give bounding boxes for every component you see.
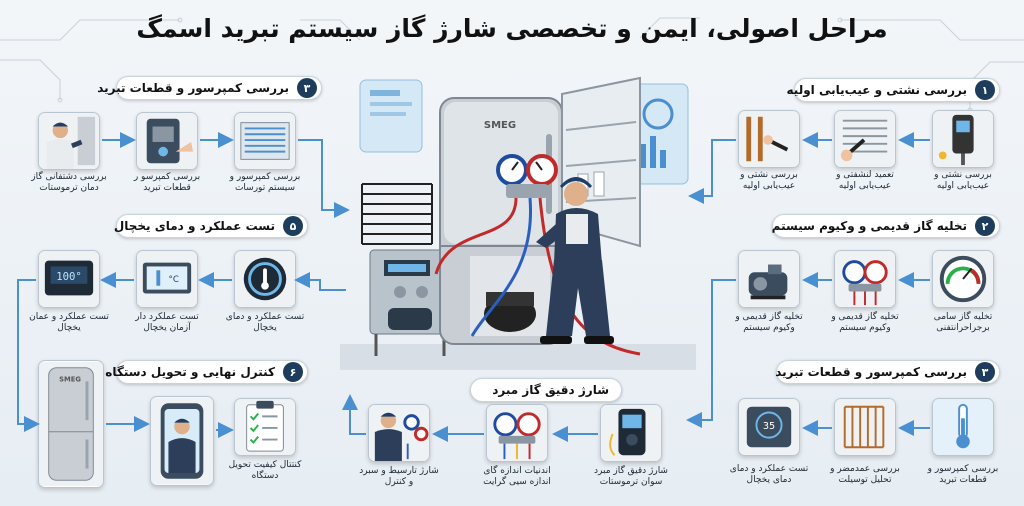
technician-tablet-card — [150, 396, 214, 486]
section-2-caption-3: تخلیه گاز سامی برجراحرانتفنی — [933, 312, 993, 333]
section-1-header: ۱ بررسی نشتی و عیب‌یابی اولیه — [787, 78, 1000, 102]
manifold-gauges-card — [834, 250, 896, 308]
step-number-badge: ۵ — [283, 216, 303, 236]
pressure-gauge-card — [932, 250, 994, 308]
page-title: مراحل اصولی، ایمن و تخصصی شارژ گاز سیستم… — [136, 14, 888, 43]
section-3-left-caption-1: بررسی دشتفانی گاز دمان ترموستات — [31, 172, 107, 193]
smeg-fridge-card: SMEG — [38, 360, 104, 488]
vacuum-pump-card — [738, 250, 800, 308]
section-1-caption-2: تعمید لنشفتی و عیب‌یابی اولیه — [836, 170, 894, 191]
section-3-left-header: ۳ بررسی کمپرسور و قطعات تبرید — [97, 76, 322, 100]
compressor-parts-card — [136, 112, 198, 170]
section-5-title: تست عملکرد و دمای یخچال — [113, 219, 275, 233]
step-number-badge: ۶ — [283, 362, 303, 382]
step-number-badge: ۱ — [975, 80, 995, 100]
section-charging-caption-1: شارژ تارسیط و سبرد و کنترل — [359, 466, 439, 487]
section-3-right-caption-3: بررسی کمپرسور و قطعات تبرید — [927, 464, 999, 485]
section-charging-header: شارژ دقیق گاز مبرد — [470, 378, 622, 402]
step-number-badge: ۳ — [297, 78, 317, 98]
card-brand-text: SMEG — [59, 375, 81, 383]
section-charging-caption-2: اندنیات اندازه گای اندازه سیی گرایت — [483, 466, 551, 487]
dial-thermostat-card — [234, 250, 296, 308]
leak-check-pipes-card — [738, 110, 800, 168]
condenser-coil-card — [834, 398, 896, 456]
coil-inspection-card — [834, 110, 896, 168]
technician-inspection-card — [38, 112, 100, 170]
section-2-title: تخلیه گاز قدیمی و وکیوم سیستم — [771, 219, 967, 233]
section-3-left-caption-2: بررسی کمپرسو ر قطعات تبرید — [133, 172, 201, 193]
evaporator-coil-card — [234, 112, 296, 170]
section-1-title: بررسی نشتی و عیب‌یابی اولیه — [786, 83, 967, 97]
section-3-right-title: بررسی کمپرسور و قطعات تبرید — [775, 365, 967, 379]
section-3-left-title: بررسی کمپرسور و قطعات تبرید — [97, 81, 289, 95]
section-3-left-caption-3: بررسی کمپرسور و سیستم تورسات — [229, 172, 301, 193]
central-scene: SMEG — [340, 74, 696, 370]
section-5-caption-1: تست عملکرد و عمان یخچال — [29, 312, 109, 333]
section-6-caption-1: کنتتال کیفیت تحویل دستگاه — [228, 460, 302, 481]
section-2-caption-1: تخلیه گاز قدیمی و وکیوم سیستم — [735, 312, 803, 333]
temperature-panel-card: °C — [136, 250, 198, 308]
section-charging-title: شارژ دقیق گاز مبرد — [492, 383, 609, 397]
gauge-manifold-card — [486, 404, 548, 462]
digital-thermostat-card: 35 — [738, 398, 800, 456]
technician-charging-card — [368, 404, 430, 462]
section-charging-caption-3: شارژ دقیق گاز مبرد سوان ترموستات — [594, 466, 668, 487]
step-number-badge: ۲ — [975, 216, 995, 236]
section-5-header: ۵ تست عملکرد و دمای یخچال — [113, 214, 308, 238]
digital-scale-card — [600, 404, 662, 462]
step-number-badge: ۳ — [975, 362, 995, 382]
section-5-caption-2: تست عملکرد دار آزمان یخچال — [135, 312, 199, 333]
section-6-header: ۶ کنترل نهایی و تحویل دستگاه — [105, 360, 308, 384]
fridge-brand-text: SMEG — [484, 120, 516, 131]
leak-detector-card — [932, 110, 994, 168]
temperature-display-text: 100° — [56, 270, 82, 283]
section-3-right-header: ۳ بررسی کمپرسور و قطعات تبرید — [775, 360, 1000, 384]
temperature-unit-text: °C — [169, 275, 179, 285]
section-1-caption-1: بررسی نشتی و عیب‌یابی اولیه — [740, 170, 798, 191]
thermostat-display-text: 35 — [763, 421, 775, 432]
section-6-title: کنترل نهایی و تحویل دستگاه — [105, 365, 275, 379]
checklist-card — [234, 398, 296, 456]
section-1-caption-3: بررسی نشتی و عیب‌یابی اولیه — [934, 170, 992, 191]
section-2-caption-2: تخلیه گاز قدیمی و وکیوم سیستم — [831, 312, 899, 333]
digital-display-card: 100° — [38, 250, 100, 308]
section-2-header: ۲ تخلیه گاز قدیمی و وکیوم سیستم — [772, 214, 1000, 238]
thermometer-card — [932, 398, 994, 456]
section-3-right-caption-1: تست عملکرد و دمای دمای یخچال — [729, 464, 809, 485]
section-3-right-caption-2: بررسی عمدمضر و تحلیل توسیلت — [830, 464, 900, 485]
section-5-caption-3: تست عملکرد و دمای یخچال — [225, 312, 305, 333]
